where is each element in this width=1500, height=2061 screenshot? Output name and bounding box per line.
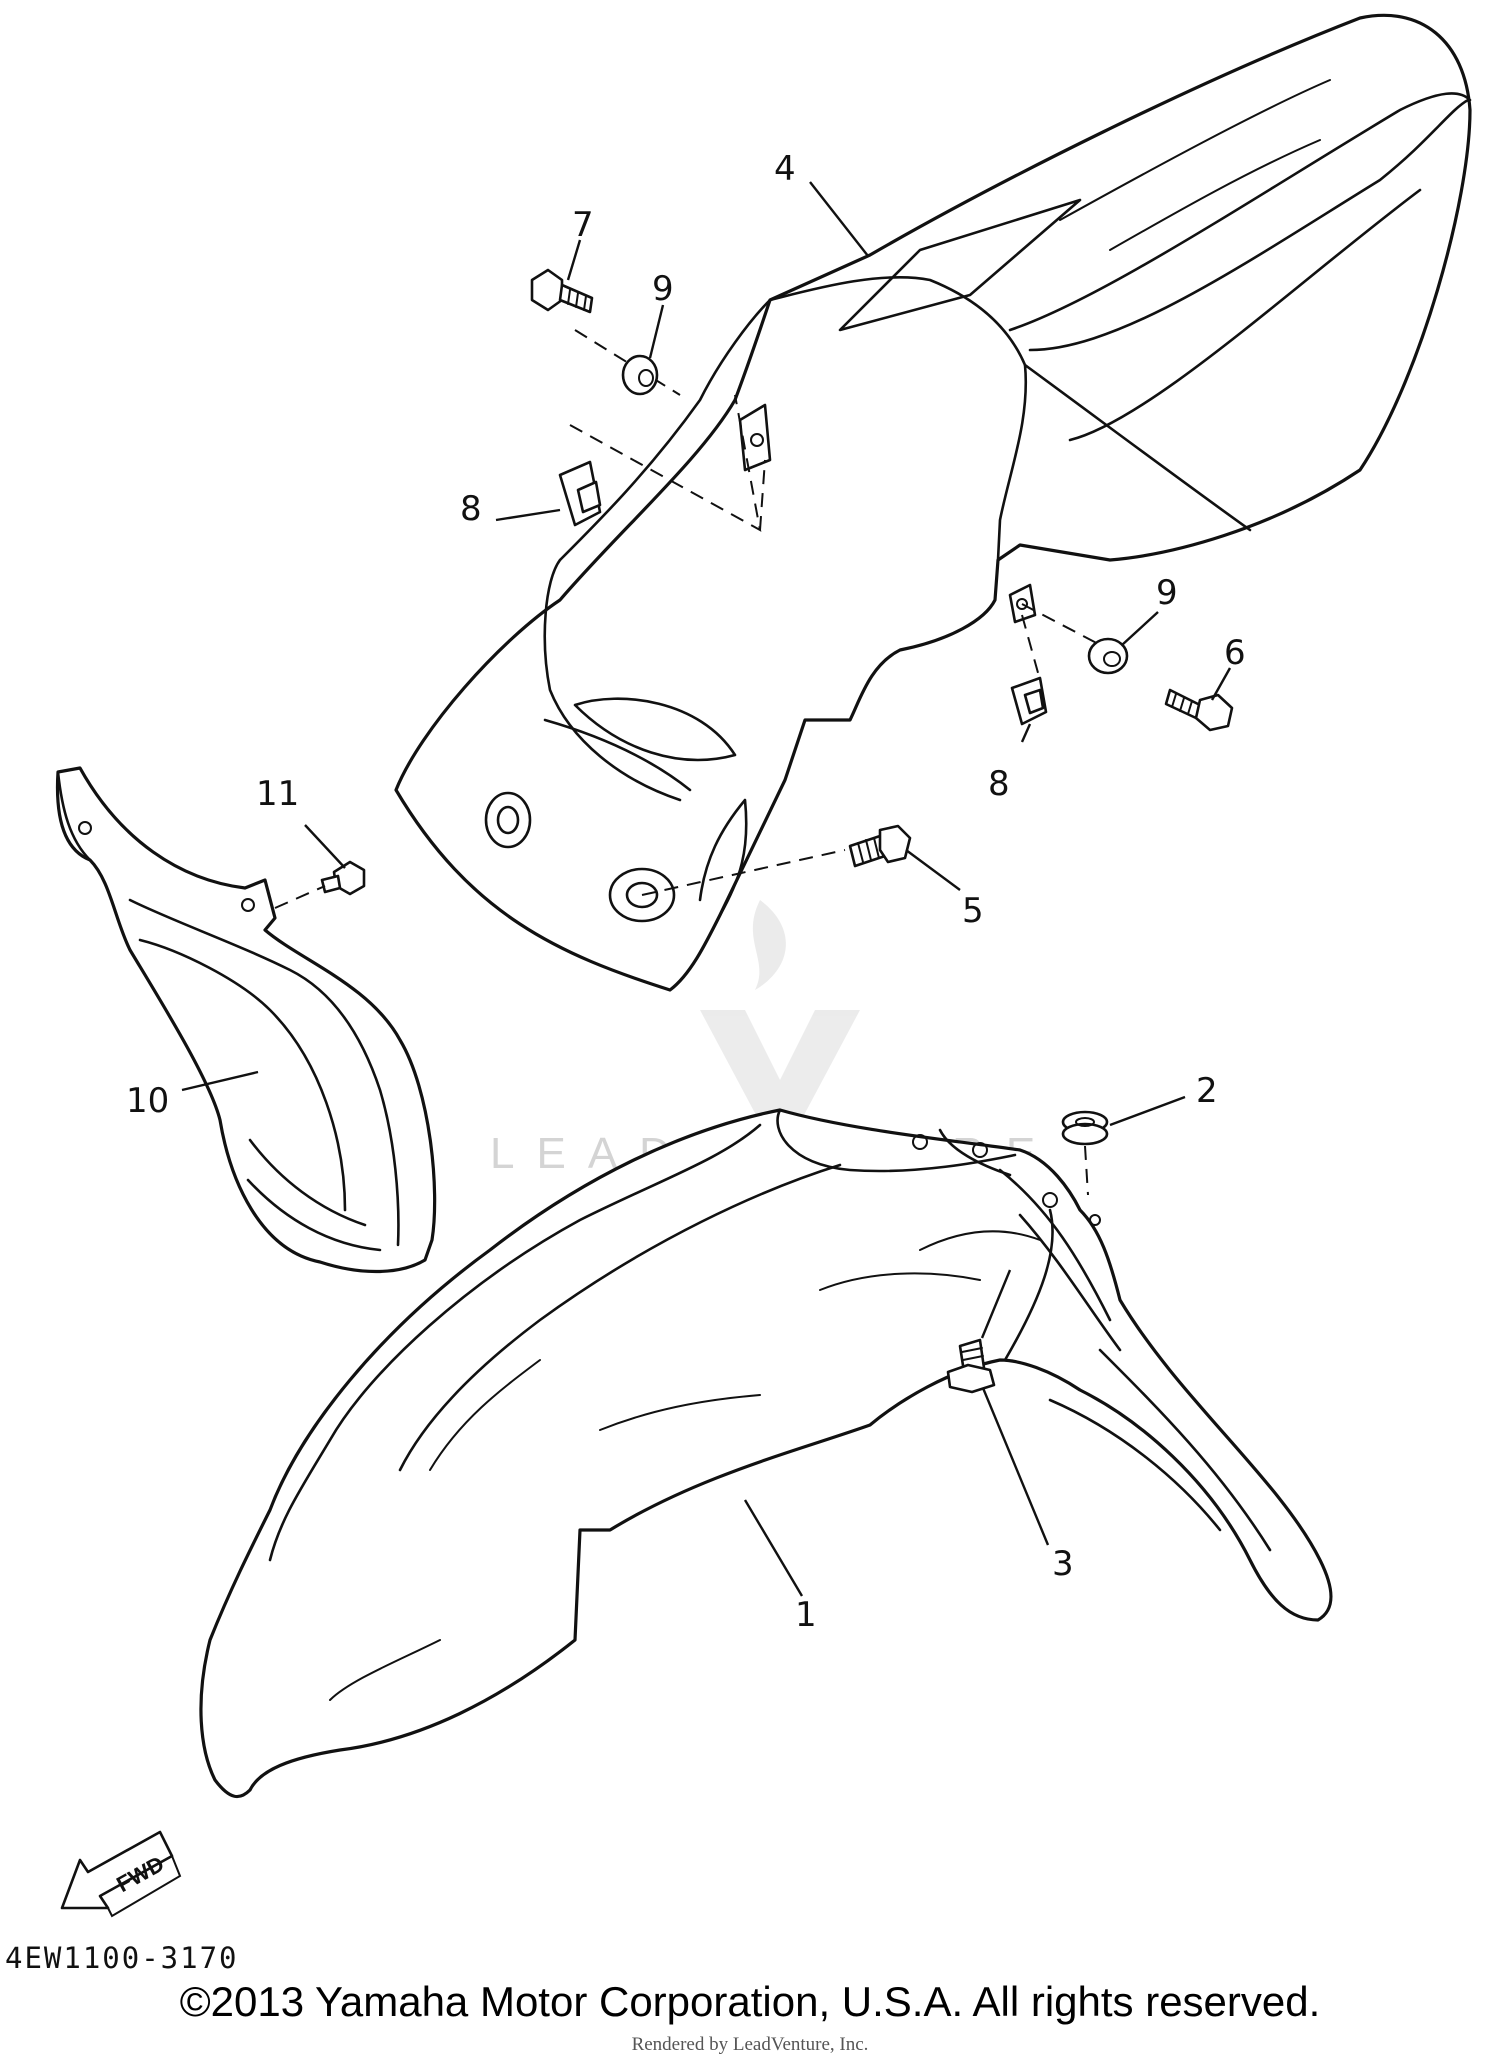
callout-1: 1 — [795, 1595, 817, 1635]
callout-7: 7 — [572, 205, 594, 245]
callout-6: 6 — [1224, 633, 1246, 673]
callout-9-right: 9 — [1156, 573, 1178, 613]
callout-2: 2 — [1196, 1071, 1218, 1111]
spacer-9-right — [1087, 637, 1129, 675]
bolt-5 — [848, 824, 912, 868]
watermark-logo — [700, 900, 860, 1160]
callout-10: 10 — [126, 1081, 169, 1121]
bolt-3 — [946, 1338, 996, 1394]
callout-8-left: 8 — [460, 489, 482, 529]
spacer-9-upper — [621, 354, 659, 396]
grommet-2 — [1061, 1110, 1109, 1146]
fender-mount-hole — [484, 791, 532, 849]
front-fender — [199, 1108, 1333, 1799]
callout-4: 4 — [774, 149, 796, 189]
callout-5: 5 — [962, 891, 984, 931]
bolt-6 — [1164, 688, 1234, 732]
forward-direction-arrow: FWD — [60, 1830, 182, 1918]
bolt-7 — [530, 268, 594, 314]
mud-guard — [55, 766, 437, 1274]
rendered-by-credit: Rendered by LeadVenture, Inc. — [631, 2034, 869, 2055]
clip-nut-8-left — [558, 460, 602, 527]
diagram-code: 4EW1100-3170 — [5, 1941, 239, 1975]
screw-11 — [320, 860, 366, 896]
rear-fender — [394, 13, 1472, 992]
callout-11: 11 — [256, 774, 299, 814]
copyright-notice: ©2013 Yamaha Motor Corporation, U.S.A. A… — [179, 1978, 1321, 2025]
callout-9-upper: 9 — [652, 269, 674, 309]
callout-3: 3 — [1052, 1544, 1074, 1584]
callout-8-right: 8 — [988, 764, 1010, 804]
clip-nut-8-right — [1010, 676, 1048, 726]
